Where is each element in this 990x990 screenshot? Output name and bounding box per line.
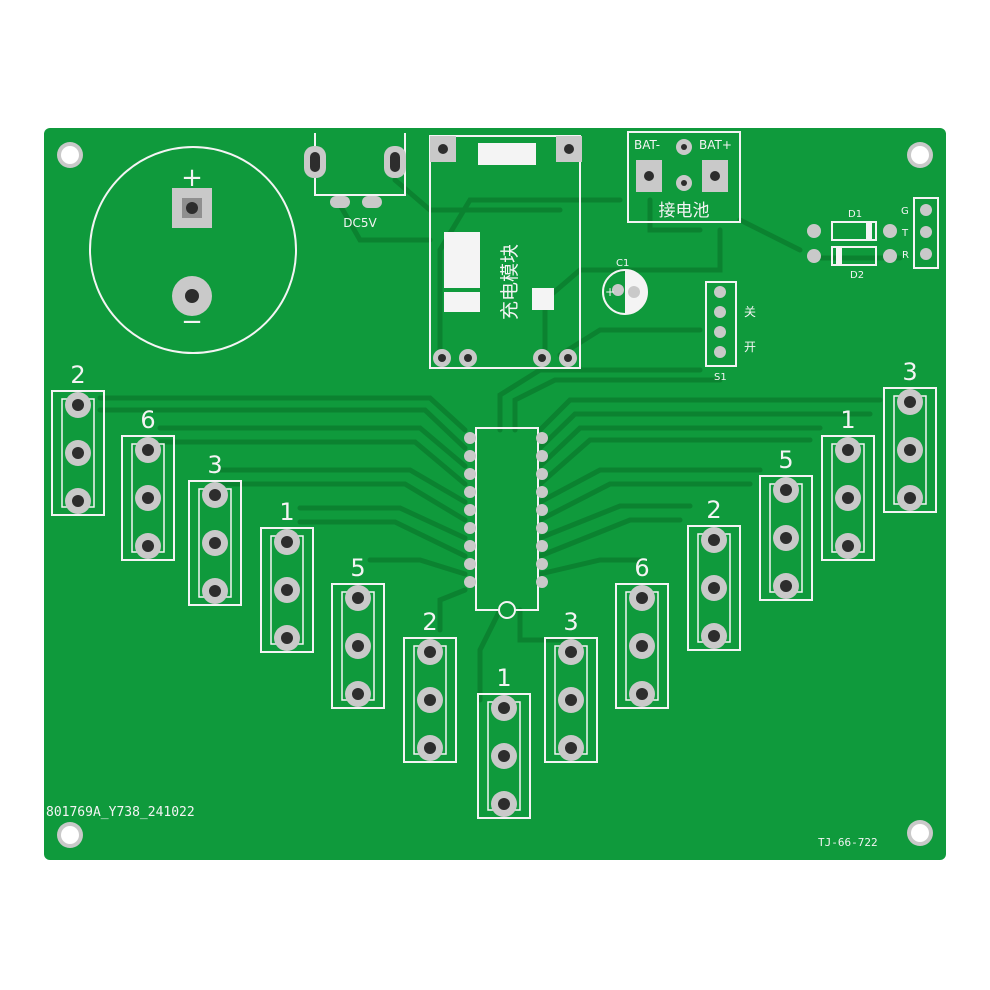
led-footprint: 1 (260, 498, 314, 653)
connect-battery-label: 接电池 (659, 201, 710, 221)
led-footprint: 2 (51, 361, 105, 516)
led-number-label: 1 (279, 498, 294, 526)
c1-label: C1 (616, 258, 629, 269)
ic-pin (536, 504, 548, 516)
ic-pin (464, 486, 476, 498)
led-number-label: 1 (496, 664, 511, 692)
led-footprint: 2 (403, 608, 457, 763)
s1-label: S1 (714, 372, 727, 383)
ic-pin (536, 540, 548, 552)
led-number-label: 3 (207, 451, 222, 479)
switch-on-label: 开 (744, 340, 756, 354)
battery-connector: BAT- BAT+ 接电池 (627, 131, 741, 223)
c1-plus-label: + (605, 285, 615, 299)
led-footprints: 2 6 3 1 5 2 1 3 6 2 5 1 3 (51, 358, 937, 819)
led-number-label: 2 (422, 608, 437, 636)
ic-pin (536, 576, 548, 588)
charge-module-label: 充电模块 (499, 244, 521, 320)
r-label: R (902, 250, 909, 261)
led-footprint: 3 (188, 451, 242, 606)
led-footprint: 2 (687, 496, 741, 651)
ic-pin (536, 432, 548, 444)
code-label: TJ-66-722 (818, 836, 878, 849)
dc5v-label: DC5V (343, 216, 377, 230)
ic-pin (464, 468, 476, 480)
led-footprint: 5 (759, 446, 813, 601)
ic-pin (536, 522, 548, 534)
capacitor-c1: C1 + (602, 258, 648, 315)
led-footprint: 6 (121, 406, 175, 561)
led-footprint: 1 (821, 406, 875, 561)
ic-pins (464, 432, 548, 588)
d2-label: D2 (850, 270, 864, 281)
d1-label: D1 (848, 209, 862, 220)
ic-pin (464, 540, 476, 552)
dc5v-connector: DC5V (304, 133, 406, 230)
led-number-label: 6 (634, 554, 649, 582)
bat-plus-label: BAT+ (699, 138, 732, 152)
ic-pin (536, 450, 548, 462)
serial-label: 801769A_Y738_241022 (46, 805, 195, 820)
mounting-holes (57, 142, 933, 848)
bat-minus-label: BAT- (634, 138, 660, 152)
led-footprint: 3 (544, 608, 598, 763)
switch-s1: 关 开 S1 (705, 281, 756, 383)
led-number-label: 5 (778, 446, 793, 474)
led-number-label: 2 (706, 496, 721, 524)
ic-pin (464, 522, 476, 534)
ic-pin (536, 486, 548, 498)
ic-pin (536, 558, 548, 570)
ic-pin (464, 450, 476, 462)
gtr-header: G T R (901, 197, 939, 269)
battery-minus-label: − (181, 307, 203, 337)
led-footprint: 1 (477, 664, 531, 819)
led-footprint: 5 (331, 554, 385, 709)
g-label: G (901, 206, 909, 217)
led-number-label: 3 (563, 608, 578, 636)
t-label: T (901, 228, 909, 239)
ic-pin (536, 468, 548, 480)
ic-socket (475, 427, 539, 619)
led-footprint: 6 (615, 554, 669, 709)
charge-module: 充电模块 (429, 135, 582, 369)
led-number-label: 6 (140, 406, 155, 434)
led-number-label: 1 (840, 406, 855, 434)
diodes: D1 D2 (807, 209, 897, 281)
ic-pin (464, 576, 476, 588)
battery-footprint: + − (89, 146, 297, 354)
led-number-label: 3 (902, 358, 917, 386)
switch-off-label: 关 (744, 305, 756, 319)
led-footprint: 3 (883, 358, 937, 513)
led-number-label: 2 (70, 361, 85, 389)
led-number-label: 5 (350, 554, 365, 582)
ic-pin (464, 432, 476, 444)
ic-pin (464, 504, 476, 516)
battery-plus-label: + (181, 163, 203, 193)
copper-traces (97, 177, 903, 703)
ic-pin (464, 558, 476, 570)
